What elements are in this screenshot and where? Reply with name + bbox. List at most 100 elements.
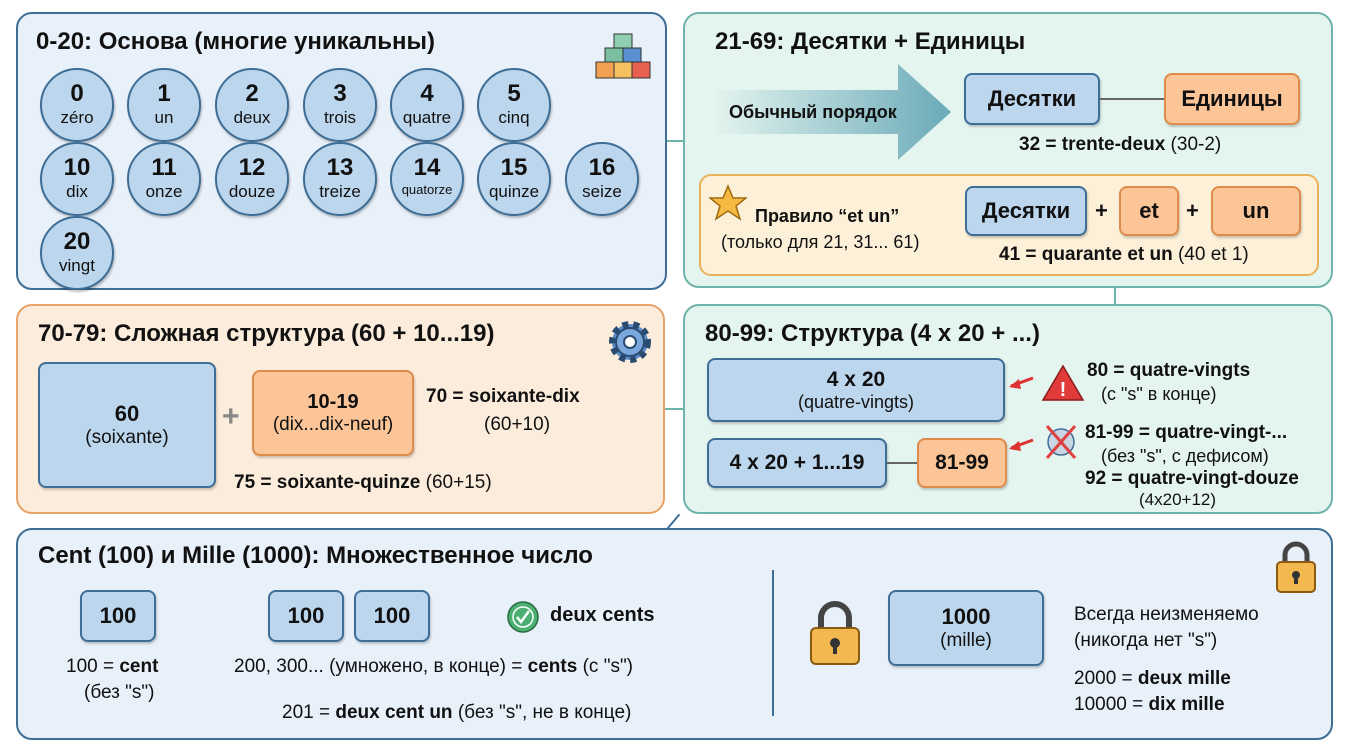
note-80-sub: (с "s" в конце)	[1101, 384, 1217, 404]
panel-cent-mille: Cent (100) и Mille (1000): Множественное…	[16, 528, 1333, 740]
cent-note: (без "s")	[84, 682, 155, 703]
number-word: douze	[228, 182, 276, 201]
check-label: deux cents	[550, 604, 655, 626]
number-digit: 3	[333, 80, 347, 107]
number-digit: 13	[326, 154, 354, 181]
number-word: dix	[66, 182, 88, 201]
number-digit: 16	[588, 154, 616, 181]
plus-sign: +	[1186, 198, 1199, 223]
rule-title: Правило “et un”	[755, 206, 900, 226]
number-word: un	[154, 108, 174, 127]
note-81: 81-99 = quatre-vingt-...	[1085, 422, 1288, 443]
note-81-sub: (без "s", с дефисом)	[1101, 446, 1269, 466]
example-10000: 10000 = dix mille	[1074, 694, 1225, 715]
number-word: seize	[582, 182, 622, 201]
number-word: quatre	[402, 108, 452, 127]
number-digit: 4	[420, 80, 434, 107]
example-75: 75 = soixante-quinze (60+15)	[234, 472, 492, 493]
example-32: 32 = trente-deux (30-2)	[1019, 134, 1222, 155]
box-100: 100	[354, 590, 430, 642]
number-word: trois	[323, 108, 357, 127]
number-word: treize	[319, 182, 361, 201]
et-un-rule: Правило “et un” (только для 21, 31... 61…	[699, 174, 1319, 276]
number-digit: 1	[157, 80, 171, 107]
number-word: vingt	[59, 256, 95, 275]
number-word: quatorze	[401, 182, 453, 197]
cent-example: 100 = cent	[66, 656, 159, 677]
star-icon	[709, 184, 747, 221]
rule-subtitle: (только для 21, 31... 61)	[721, 232, 920, 252]
panel-title: 80-99: Структура (4 x 20 + ...)	[705, 320, 1040, 347]
number-word: onze	[145, 182, 183, 201]
arrow-icon	[713, 64, 951, 160]
divider	[772, 570, 774, 716]
connector	[887, 462, 919, 464]
mille-note-2: (никогда нет "s")	[1074, 630, 1218, 651]
box-100: 100	[268, 590, 344, 642]
plural-rule: 200, 300... (умножено, в конце) = cents …	[234, 656, 634, 677]
warning-icon: !	[1009, 364, 1085, 401]
tens-box: Десятки	[965, 186, 1087, 236]
example-2000: 2000 = deux mille	[1074, 668, 1231, 689]
connector	[664, 140, 686, 142]
box-10-19: 10-19(dix...dix-neuf)	[252, 370, 414, 456]
note-92-sub: (4x20+12)	[1139, 490, 1217, 509]
number-digit: 15	[500, 154, 528, 181]
connector	[1100, 98, 1164, 100]
example-70: 70 = soixante-dix	[426, 386, 580, 407]
arrow-label: Обычный порядок	[729, 102, 897, 122]
connector	[1114, 288, 1116, 306]
gear-icon	[609, 321, 651, 363]
number-digit: 10	[63, 154, 91, 181]
box-81-99: 81-99	[917, 438, 1007, 488]
mille-note-1: Всегда неизменяемо	[1074, 604, 1259, 625]
number-word: quinze	[488, 182, 540, 201]
number-digit: 11	[151, 154, 177, 181]
note-92: 92 = quatre-vingt-douze	[1085, 468, 1299, 489]
box-1000: 1000(mille)	[888, 590, 1044, 666]
box-60: 60(soixante)	[38, 362, 216, 488]
blocks-icon	[595, 33, 651, 79]
box-4x20: 4 x 20(quatre-vingts)	[707, 358, 1005, 422]
number-digit: 20	[63, 228, 91, 255]
number-word: cinq	[498, 108, 530, 127]
example-201: 201 = deux cent un (без "s", не в конце)	[282, 702, 632, 723]
check-icon	[507, 601, 539, 633]
number-digit: 12	[238, 154, 266, 181]
number-word: deux	[233, 108, 271, 127]
box-4x20-plus: 4 x 20 + 1...19	[707, 438, 887, 488]
panel-70-79: 70-79: Сложная структура (60 + 10...19) …	[16, 304, 665, 514]
number-digit: 2	[245, 80, 259, 107]
connector	[664, 408, 686, 410]
panel-title: 0-20: Основа (многие уникальны)	[36, 28, 435, 55]
panel-80-99: 80-99: Структура (4 x 20 + ...) 4 x 20(q…	[683, 304, 1333, 514]
lock-icon	[1276, 541, 1316, 593]
plus-sign: +	[222, 400, 240, 433]
number-digit: 0	[70, 80, 84, 107]
no-s-icon	[1009, 425, 1077, 459]
svg-text:!: !	[1060, 379, 1067, 401]
plus-sign: +	[1095, 198, 1108, 223]
tens-box: Десятки	[964, 73, 1100, 125]
box-100: 100	[80, 590, 156, 642]
note-80: 80 = quatre-vingts	[1087, 360, 1251, 381]
panel-title: 70-79: Сложная структура (60 + 10...19)	[38, 320, 495, 347]
example-70-note: (60+10)	[484, 414, 551, 435]
panel-title: 21-69: Десятки + Единицы	[715, 28, 1026, 55]
units-box: Единицы	[1164, 73, 1300, 125]
